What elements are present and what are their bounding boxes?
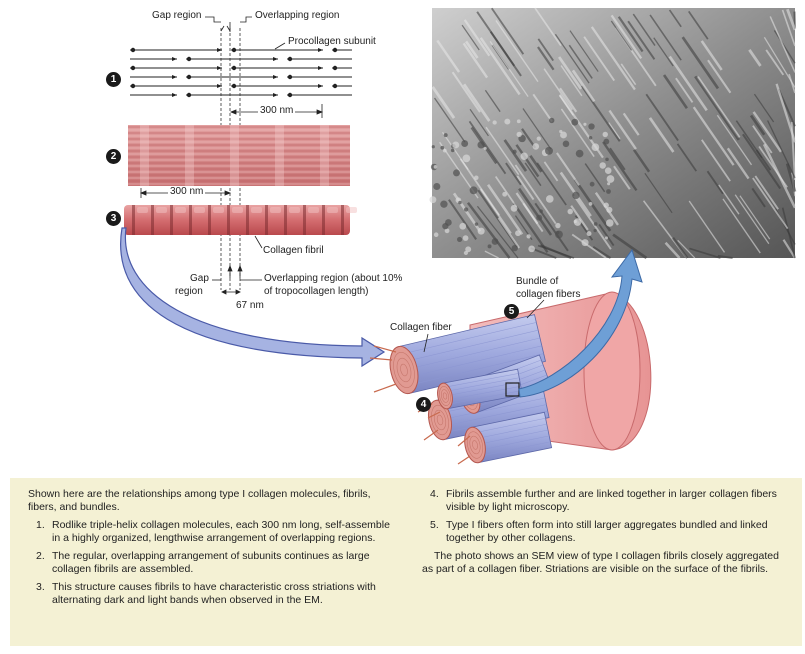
step-badge-1: 1 [106,72,121,87]
collagen-diagram: Gap region Overlapping region Procollage… [106,7,797,465]
item-text: Fibrils assemble further and are linked … [446,488,777,513]
length-300nm-label-a: 300 nm [258,105,296,116]
item-text: The regular, overlapping arrangement of … [52,550,370,575]
length-300nm-label-b: 300 nm [168,186,206,197]
caption-item-1: 1. Rodlike triple-helix collagen molecule… [28,519,400,545]
caption-item-2: 2. The regular, overlapping arrangement o… [28,550,400,576]
item-number: 4. [430,488,439,500]
caption-item-4: 4. Fibrils assemble further and are linke… [422,488,792,514]
fibril-band [128,125,350,186]
collagen-fibril-label: Collagen fibril [263,245,324,256]
gap-region-top-label: Gap region [152,10,202,21]
fiber-cross-section [437,382,453,410]
overlapping-detail-label-1: Overlapping region (about 10% [264,273,403,284]
step-badge-5: 5 [504,304,519,319]
item-text: This structure causes fibrils to have ch… [52,581,376,606]
fiber-cross-section [427,399,453,441]
collagen-fiber-label: Collagen fiber [390,322,452,333]
item-number: 3. [36,581,45,593]
item-number: 1. [36,519,45,531]
procollagen-subunits [130,47,352,98]
step-badge-2: 2 [106,149,121,164]
caption-intro: Shown here are the relationships among t… [28,488,371,513]
overlapping-region-top-label: Overlapping region [255,10,340,21]
collagen-fibers [389,314,553,464]
region-label: region [175,286,203,297]
bundle-label-2: collagen fibers [516,289,581,300]
arrow-to-sem-photo [518,248,643,398]
item-number: 2. [36,550,45,562]
overlapping-detail-label-2: of tropocollagen length) [264,286,369,297]
item-text: Rodlike triple-helix collagen molecules,… [52,519,390,544]
bundle-label-1: Bundle of [516,276,559,287]
fiber-cross-section [389,345,419,395]
caption-column-right: 4. Fibrils assemble further and are linke… [422,488,792,576]
length-67nm-label: 67 nm [236,300,264,311]
sem-photo [429,7,797,260]
curved-arrow-to-fiber [120,227,386,368]
step-badge-3: 3 [106,211,121,226]
procollagen-subunit-label: Procollagen subunit [288,36,376,47]
item-number: 5. [430,519,439,531]
gap-label: Gap [190,273,209,284]
caption-item-5: 5. Type I fibers often form into still la… [422,519,792,545]
item-text: Type I fibers often form into still larg… [446,519,768,544]
caption-column-left: Shown here are the relationships among t… [28,488,400,612]
step-badge-4: 4 [416,397,431,412]
collagen-fibril-segmented [124,205,357,235]
caption-closing: The photo shows an SEM view of type I co… [422,550,779,575]
caption-item-3: 3. This structure causes fibrils to have … [28,581,400,607]
caption-box: Shown here are the relationships among t… [10,478,802,646]
diagram-canvas [120,7,797,465]
